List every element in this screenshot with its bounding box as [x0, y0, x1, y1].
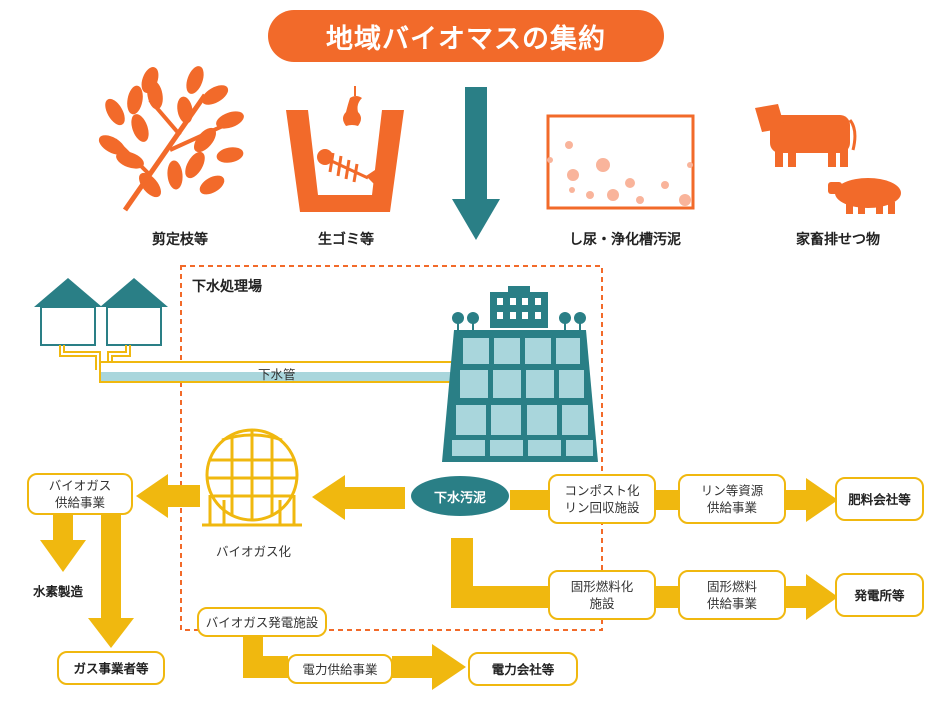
node-biogas-power: バイオガス発電施設: [197, 607, 327, 637]
node-hydrogen: 水素製造: [33, 584, 84, 599]
sludge-tank-icon: [546, 114, 695, 210]
food-waste-icon: [286, 86, 404, 212]
node-power-plant: 発電所等: [835, 573, 924, 617]
node-power-company: 電力会社等: [468, 652, 578, 686]
plant-building: [452, 286, 586, 330]
node-gas-company: ガス事業者等: [57, 651, 165, 685]
source-label-night-soil: し尿・浄化槽汚泥: [569, 232, 681, 248]
node-biogas-supply: バイオガス 供給事業: [27, 473, 133, 515]
house-icons: [34, 278, 168, 346]
plant-boundary: [180, 265, 603, 631]
livestock-icon: [755, 104, 901, 214]
treatment-basin: [442, 330, 598, 462]
node-power-supply: 電力供給事業: [287, 654, 393, 684]
flow-arrows: [40, 474, 838, 690]
digester-label: バイオガス化: [216, 544, 292, 559]
node-solid-fuel: 固形燃料化 施設: [548, 570, 656, 620]
plant-label: 下水処理場: [192, 279, 262, 295]
node-solid-fuel-supply: 固形燃料 供給事業: [678, 570, 786, 620]
collect-arrow: [452, 87, 500, 240]
source-label-food-waste: 生ゴミ等: [318, 232, 374, 248]
node-phosphorus-supply: リン等資源 供給事業: [678, 474, 786, 524]
source-label-livestock: 家畜排せつ物: [796, 232, 880, 248]
source-label-branches: 剪定枝等: [152, 232, 208, 248]
node-compost: コンポスト化 リン回収施設: [548, 474, 656, 524]
sewage-sludge-node: 下水汚泥: [411, 476, 509, 516]
digester-icon: [202, 428, 302, 527]
title-banner: 地域バイオマスの集約: [268, 10, 664, 62]
node-fertilizer-company: 肥料会社等: [835, 477, 924, 521]
pipe-label: 下水管: [258, 367, 296, 382]
branch-icon: [98, 66, 244, 212]
